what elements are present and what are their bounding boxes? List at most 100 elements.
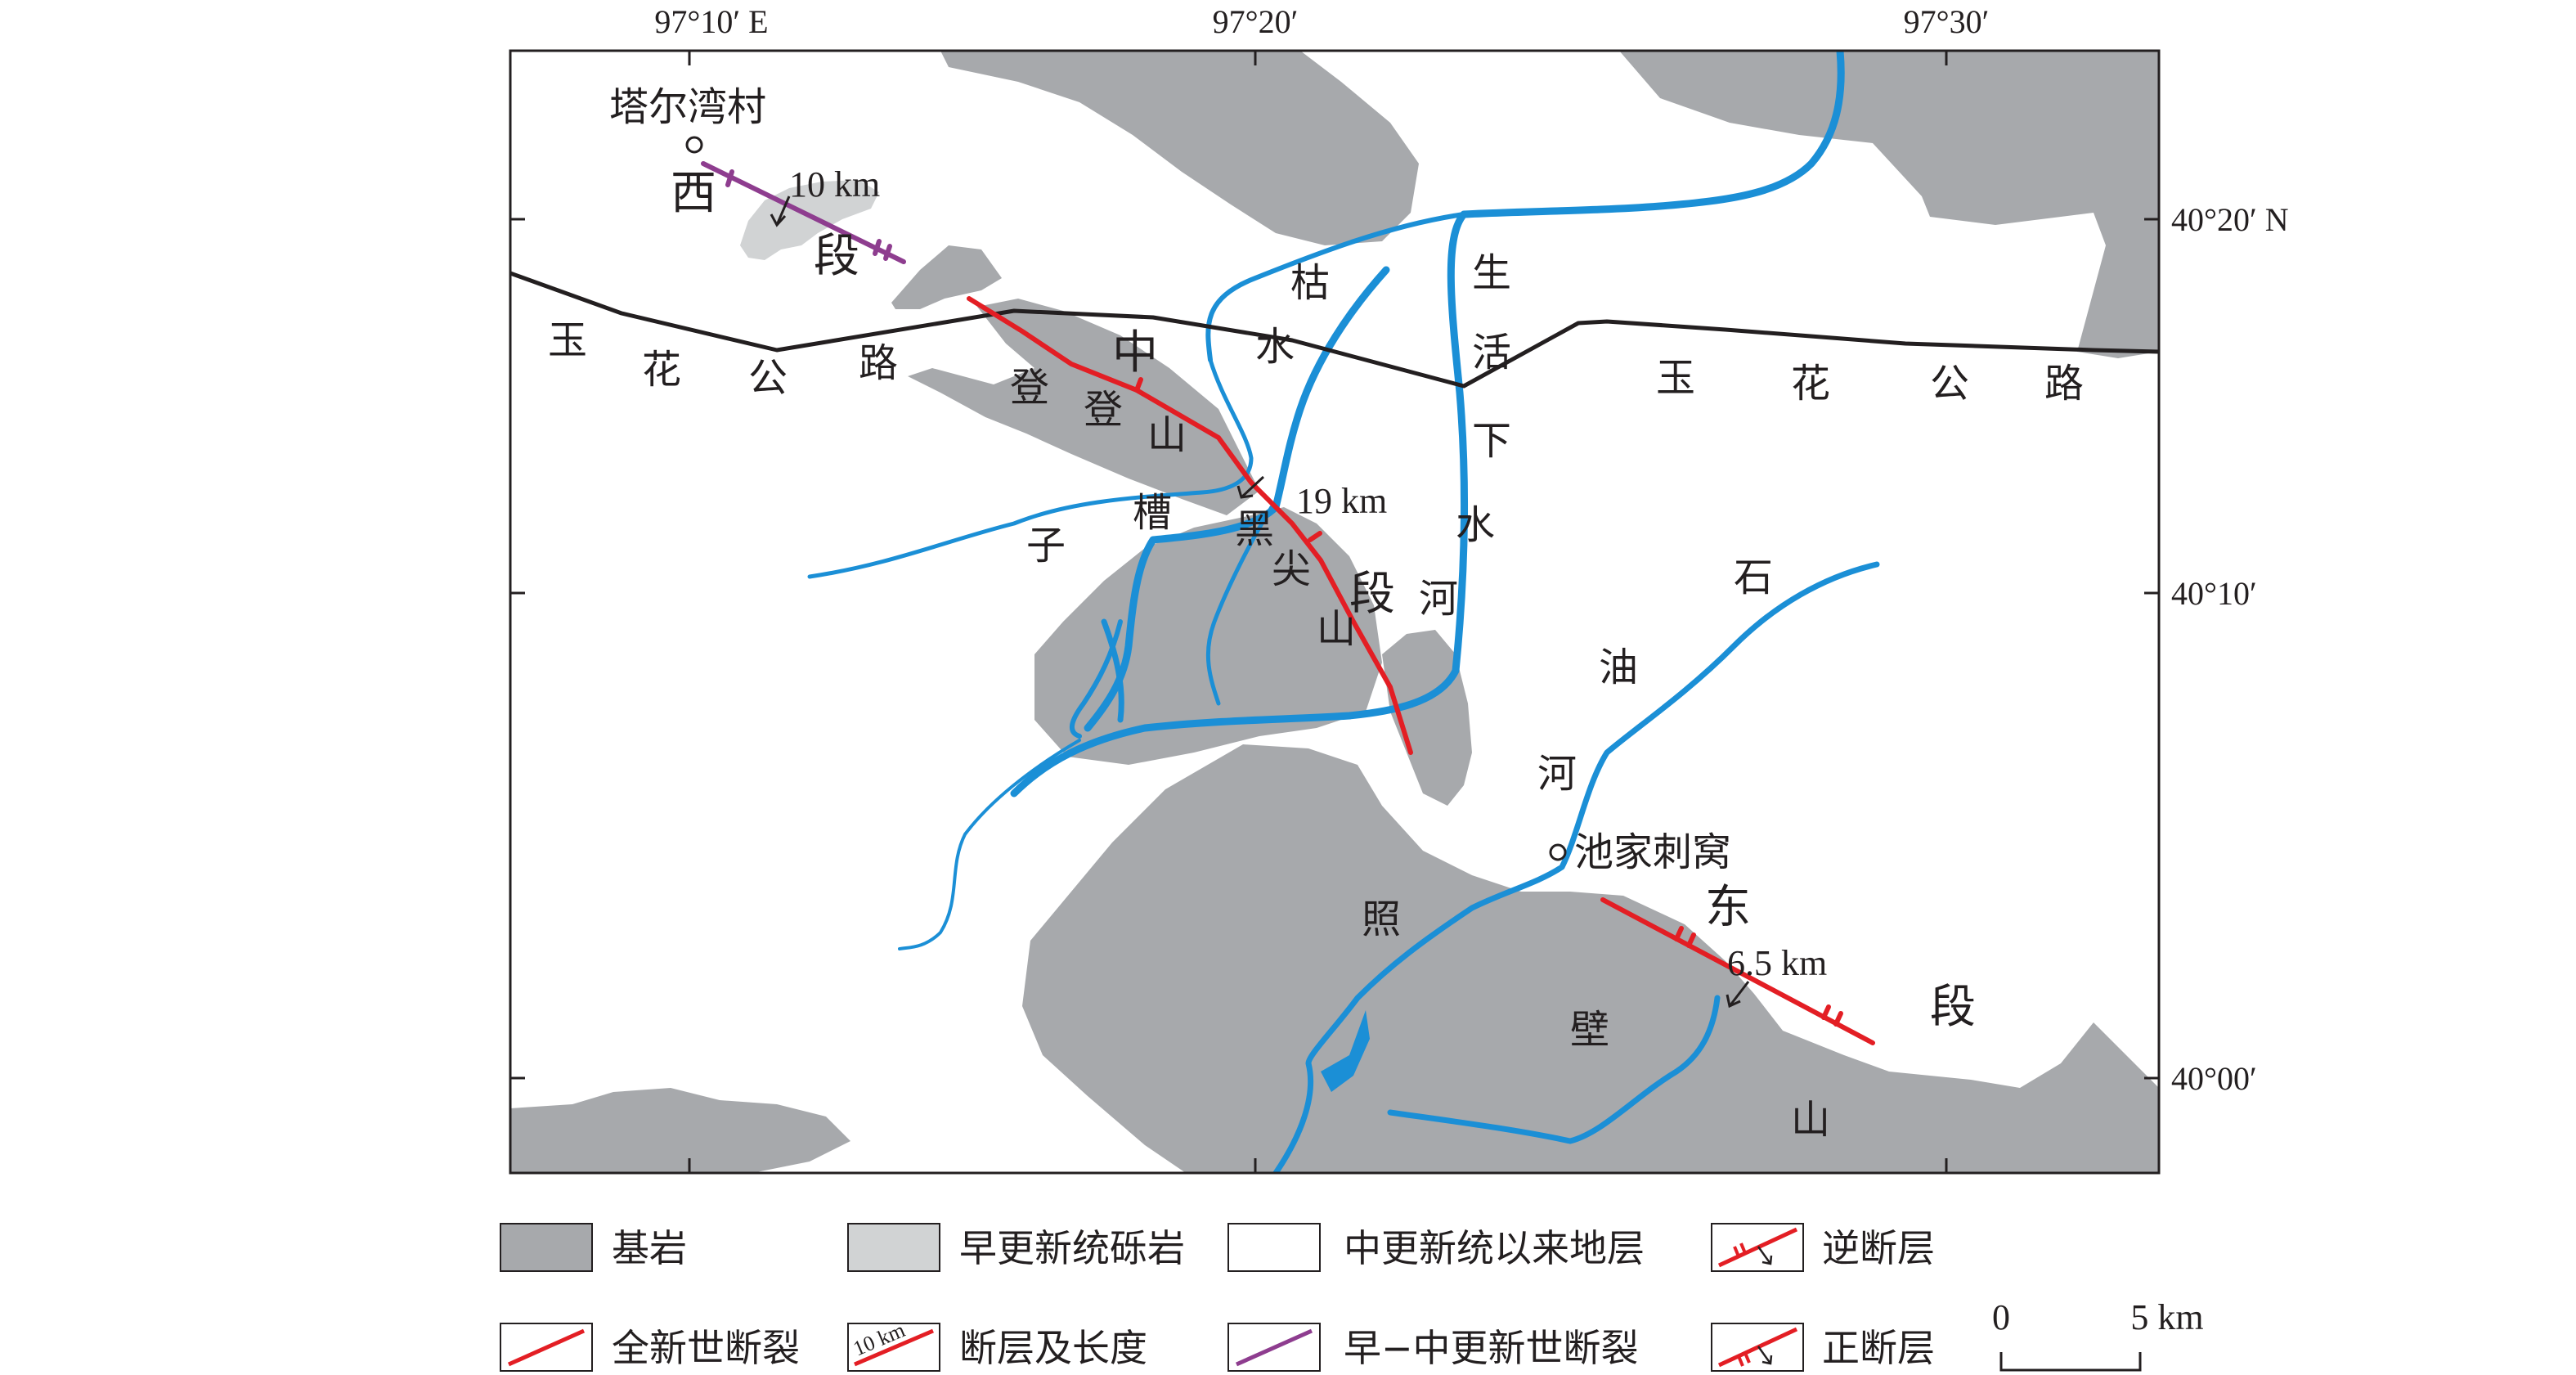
- bedrock-heijian-east: [1382, 630, 1472, 806]
- bedrock-zhaobi: [1022, 744, 2159, 1173]
- middle-segment-char: 中: [1112, 326, 1158, 380]
- latitude-label: 40°00′: [2171, 1060, 2257, 1097]
- east-segment-char: 东: [1705, 881, 1751, 934]
- shiyou-river: [1272, 561, 1880, 1173]
- heijian-label-char: 尖: [1272, 546, 1311, 592]
- shenghuo-river: [1010, 51, 1845, 798]
- middle-fault-tick: [1134, 377, 1143, 393]
- river-network: [807, 51, 1880, 1173]
- shenghuo-label-char: 下: [1472, 418, 1511, 464]
- tarwan-village-marker: [685, 136, 703, 154]
- legend-fault-length-swatch: 10 km: [847, 1318, 940, 1372]
- east-fault: [1600, 897, 1875, 1045]
- legend-bedrock-swatch: [500, 1223, 593, 1272]
- zhaobi-south-creek: [1387, 995, 1721, 1144]
- bedrock-west-small: [891, 245, 1002, 309]
- west-segment-char: 西: [671, 167, 716, 220]
- map-frame: [509, 49, 2161, 1175]
- longitude-label: 97°20′: [1213, 3, 1299, 40]
- legend-conglomerate-swatch: [847, 1223, 940, 1272]
- yuhua-highway: [510, 271, 2159, 389]
- west-fault-tick: [883, 244, 892, 261]
- middle-fault-length: 19 km: [1296, 481, 1387, 521]
- length-arrows: [770, 195, 1750, 1009]
- legend-normal-fault-label: 正断层: [1822, 1326, 1935, 1370]
- legend-reverse-fault-label: 逆断层: [1822, 1226, 1935, 1270]
- legend-early-fault-swatch: [1227, 1323, 1321, 1372]
- kushui-river: [1084, 266, 1390, 732]
- road-label-char: 路: [859, 340, 898, 386]
- east-fault-tick: [1686, 932, 1696, 948]
- longitude-label: 97°10′ E: [654, 3, 768, 40]
- shiyou-label-char: 石: [1734, 555, 1773, 600]
- east-segment-char: 段: [1930, 981, 1976, 1034]
- east-fault-length: 6.5 km: [1727, 943, 1827, 983]
- middle-fault-tick: [1308, 531, 1322, 542]
- east-fault-tick: [1821, 1004, 1831, 1020]
- bedrock-northeast: [1619, 51, 2159, 358]
- shiyou-label-char: 河: [1537, 751, 1577, 797]
- bedrock-north-central: [940, 51, 1419, 245]
- heijian-label-char: 黑: [1235, 506, 1274, 552]
- legend-reverse-fault-swatch: [1711, 1223, 1804, 1272]
- west-fault-tick: [873, 239, 882, 256]
- legend-normal-fault-swatch: [1711, 1323, 1804, 1372]
- kushui-label-char: 水: [1255, 324, 1295, 370]
- kushui-label-char: 枯: [1290, 260, 1330, 306]
- shenghuo-label-char: 生: [1472, 250, 1511, 296]
- road-label-char: 玉: [1656, 355, 1695, 401]
- road-label-char: 玉: [548, 317, 587, 363]
- frame-ticks: [510, 51, 2159, 1173]
- road-label-char: 路: [2044, 361, 2084, 407]
- west-fault: [701, 161, 906, 264]
- caozi-creek-a: [1205, 505, 1274, 706]
- zhaobi-label-char: 山: [1791, 1097, 1830, 1143]
- east-fault-tick: [1833, 1011, 1843, 1027]
- caozi-label-char: 子: [1026, 523, 1066, 568]
- shenghuo-label-char: 河: [1419, 576, 1458, 622]
- chijia-label: 池家刺窝: [1574, 829, 1731, 875]
- middle-fault: [967, 296, 1413, 755]
- legend-holocene-fault-label: 全新世断裂: [612, 1326, 800, 1370]
- caozi-creek-c: [1101, 618, 1124, 723]
- legend-middle-strata-label: 中更新统以来地层: [1344, 1226, 1645, 1270]
- bedrock-southwest: [510, 1088, 850, 1173]
- legend-bedrock-label: 基岩: [612, 1226, 687, 1270]
- east-fault-tick: [1674, 926, 1684, 941]
- zhaobi-label-char: 壁: [1570, 1007, 1609, 1053]
- bedrock-dengdeng: [908, 299, 1259, 515]
- west-fault-tick: [725, 169, 734, 187]
- road-label-char: 花: [1791, 361, 1830, 407]
- scale-bar-end: 5 km: [2130, 1297, 2203, 1337]
- dengdeng-label-char: 登: [1084, 387, 1123, 433]
- longitude-label: 97°30′: [1904, 3, 1990, 40]
- dengdeng-label-char: 登: [1010, 365, 1049, 411]
- shiyou-label-char: 油: [1599, 645, 1638, 690]
- latitude-label: 40°10′: [2171, 575, 2257, 612]
- legend-middle-strata-swatch: [1227, 1223, 1321, 1272]
- zhaobi-label-char: 照: [1362, 896, 1401, 942]
- road-label-char: 公: [748, 355, 788, 401]
- reservoir: [1321, 1010, 1370, 1092]
- legend-conglomerate-label: 早更新统砾岩: [959, 1226, 1185, 1270]
- heijian-label-char: 山: [1317, 606, 1356, 652]
- kushui-west-loop: [807, 357, 1254, 579]
- scale-bar-start: 0: [1992, 1297, 2010, 1337]
- legend-fault-length-label: 断层及长度: [959, 1326, 1147, 1370]
- tarwan-village-label: 塔尔湾村: [609, 84, 766, 130]
- chijia-marker: [1549, 843, 1567, 861]
- west-fault-length: 10 km: [789, 164, 880, 204]
- caozi-label-char: 槽: [1133, 490, 1172, 536]
- map-content: [510, 51, 2159, 1173]
- road-label-char: 公: [1930, 361, 1969, 407]
- latitude-label: 40°20′ N: [2171, 201, 2289, 238]
- southwest-creek: [898, 739, 1081, 950]
- shenghuo-label-char: 活: [1472, 330, 1511, 375]
- dengdeng-label-char: 山: [1147, 412, 1187, 458]
- faults: [701, 161, 1875, 1045]
- legend: 基岩 早更新统砾岩 中更新统以来地层 逆断层 全新世断裂 10 km 断层及长度: [500, 1223, 1935, 1372]
- middle-segment-char: 段: [1349, 568, 1395, 621]
- road-label-char: 花: [642, 347, 681, 393]
- west-segment-char: 段: [814, 230, 859, 283]
